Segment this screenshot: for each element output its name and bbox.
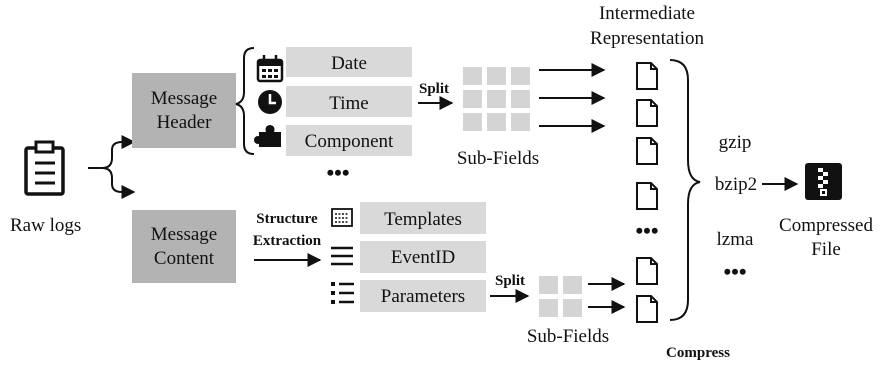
document-icon — [636, 99, 658, 127]
subfields-bottom-grid — [539, 276, 582, 317]
clipboard-log-icon — [24, 140, 65, 196]
split-top-label: Split — [419, 81, 449, 97]
field-component-label: Component — [305, 131, 394, 152]
structure-extraction-label-1: Structure — [256, 211, 318, 227]
field-time-label: Time — [329, 93, 368, 114]
compressor-lzma: lzma — [717, 229, 754, 250]
compress-label: Compress — [666, 345, 730, 361]
message-content-label-2: Content — [154, 248, 215, 269]
subfields-top-grid — [463, 67, 530, 131]
ir-more-dots: ••• — [635, 218, 658, 243]
template-icon — [331, 208, 353, 227]
compressor-bzip2: bzip2 — [715, 174, 757, 195]
clock-icon — [258, 90, 282, 114]
message-content-label-1: Message — [151, 224, 217, 245]
message-header-box — [132, 73, 236, 148]
field-date-label: Date — [331, 53, 367, 74]
field-box-time — [286, 86, 412, 117]
calendar-icon — [256, 55, 284, 83]
document-icon — [636, 182, 658, 210]
compressed-file-label-1: Compressed — [779, 215, 873, 236]
document-icon — [636, 137, 658, 165]
split-bottom-label: Split — [495, 273, 525, 289]
ir-title-2: Representation — [590, 28, 704, 49]
raw-logs-label: Raw logs — [10, 215, 81, 236]
field-box-component — [286, 125, 412, 156]
field-box-date — [286, 47, 412, 77]
field-templates-label: Templates — [384, 209, 462, 230]
subfields-top-label: Sub-Fields — [457, 148, 539, 169]
field-box-eventid — [360, 241, 486, 273]
compress-brace — [669, 59, 701, 321]
field-box-templates — [360, 202, 486, 234]
message-content-box — [132, 210, 236, 283]
list-icon — [331, 282, 354, 304]
zip-file-icon — [805, 163, 842, 200]
compressed-file-label-2: File — [811, 239, 841, 260]
compressor-gzip: gzip — [719, 132, 752, 153]
compressors-more-dots: ••• — [723, 259, 746, 284]
header-brace — [235, 47, 255, 155]
field-box-parameters — [360, 280, 486, 312]
document-icon — [636, 295, 658, 323]
subfields-bottom-label: Sub-Fields — [527, 326, 609, 347]
document-icon — [636, 62, 658, 90]
structure-extraction-label-2: Extraction — [253, 233, 322, 249]
header-more-dots: ••• — [326, 160, 349, 185]
ir-title-1: Intermediate — [599, 3, 695, 24]
puzzle-icon — [254, 125, 281, 147]
field-eventid-label: EventID — [391, 247, 455, 268]
message-header-label-1: Message — [151, 88, 217, 109]
field-parameters-label: Parameters — [381, 286, 465, 307]
message-header-label-2: Header — [157, 112, 213, 133]
document-icon — [636, 257, 658, 285]
lines-icon — [331, 246, 353, 266]
fork-arrow-icon — [88, 135, 136, 199]
